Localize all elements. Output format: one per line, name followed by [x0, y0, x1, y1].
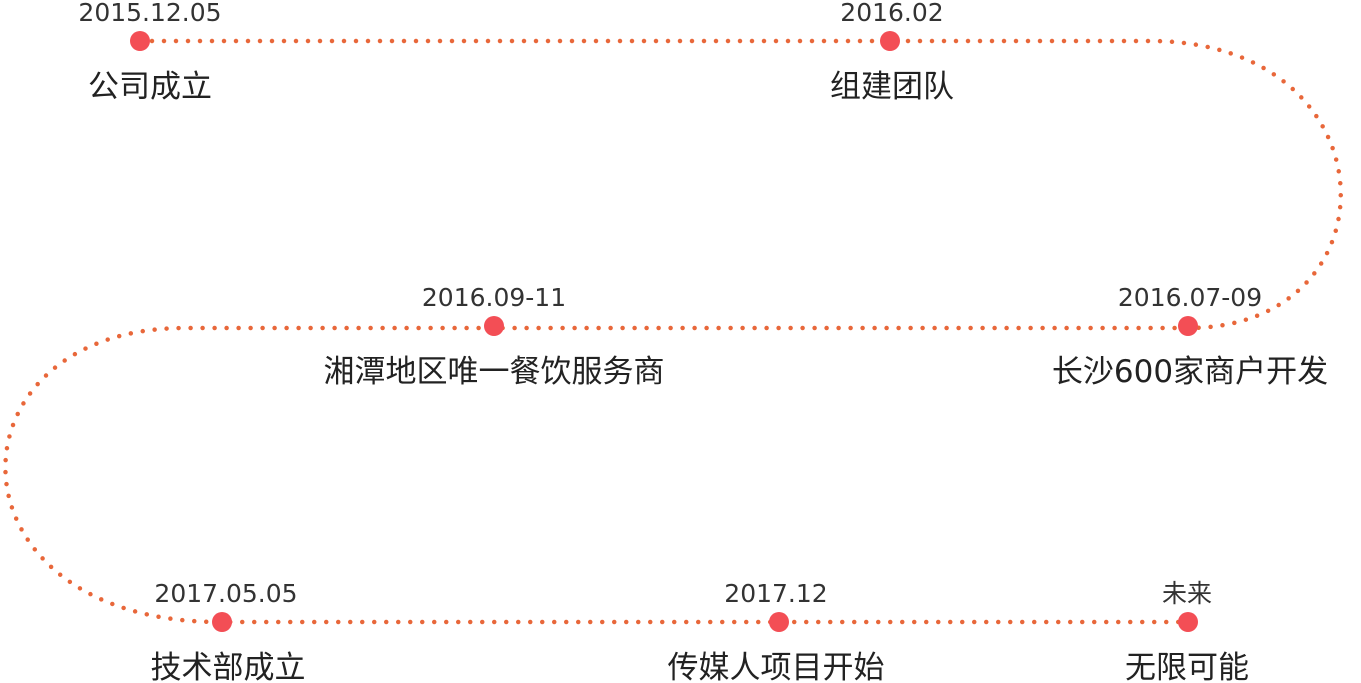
milestone-dot: [1178, 316, 1198, 336]
milestone-dot: [880, 31, 900, 51]
milestone-date: 2017.05.05: [154, 579, 297, 608]
milestone-label: 无限可能: [1125, 650, 1249, 683]
milestone-date: 2016.07-09: [1118, 283, 1262, 312]
milestone-dot: [769, 612, 789, 632]
milestones-layer: 2015.12.05 公司成立 2016.02 组建团队 2016.07-09 长沙600…: [78, 0, 1328, 683]
milestone: 2015.12.05 公司成立: [78, 0, 221, 105]
milestone-label: 湘潭地区唯一餐饮服务商: [324, 354, 665, 390]
milestone-date: 2015.12.05: [78, 0, 221, 27]
milestone-label: 公司成立: [88, 69, 212, 105]
milestone-label: 组建团队: [830, 69, 954, 105]
milestone-date: 未来: [1162, 579, 1212, 608]
milestone: 2017.05.05 技术部成立: [151, 579, 306, 683]
milestone-date: 2016.02: [840, 0, 943, 27]
milestone-dot: [130, 31, 150, 51]
milestone-dot: [212, 612, 232, 632]
milestone: 2016.02 组建团队: [830, 0, 954, 105]
milestone-label: 传媒人项目开始: [668, 650, 885, 683]
milestone: 2016.07-09 长沙600家商户开发: [1052, 283, 1328, 390]
milestone-date: 2017.12: [724, 579, 827, 608]
milestone-date: 2016.09-11: [422, 283, 566, 312]
milestone: 2017.12 传媒人项目开始: [668, 579, 885, 683]
milestone-label: 技术部成立: [151, 650, 306, 683]
milestone-dot: [1178, 612, 1198, 632]
milestone-label: 长沙600家商户开发: [1052, 354, 1328, 390]
milestone-dot: [484, 316, 504, 336]
timeline-dotted-path: [3, 38, 1343, 625]
milestone: 2016.09-11 湘潭地区唯一餐饮服务商: [324, 283, 665, 390]
